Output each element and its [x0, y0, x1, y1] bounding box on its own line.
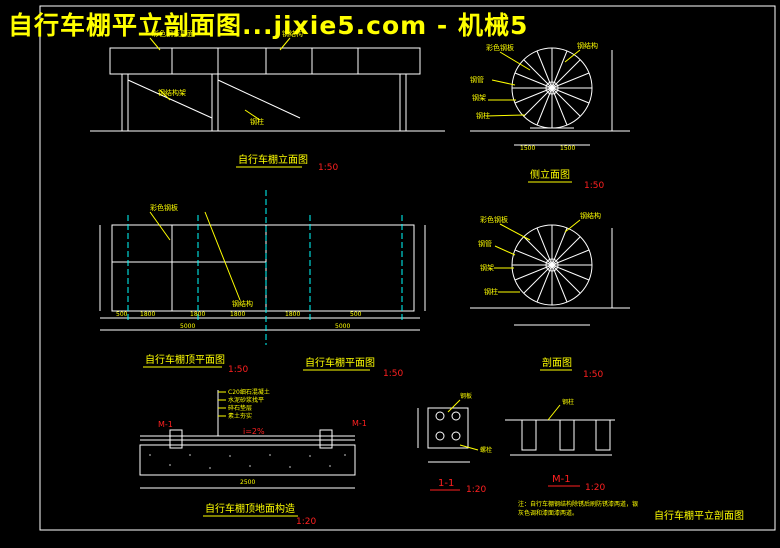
section-title-block: 剖面图 1:50: [540, 356, 603, 380]
svg-text:钢结构: 钢结构: [580, 211, 601, 220]
floor-plan-title: 自行车棚平面图: [305, 356, 375, 369]
notes-box: 注：自行车棚钢结构除锈后刷防锈漆两道，银灰色调和漆面漆两道。: [518, 501, 639, 517]
side-elevation-title: 侧立面图: [530, 168, 570, 181]
svg-text:500: 500: [350, 311, 362, 318]
side-elevation-view: [470, 47, 630, 132]
svg-text:1800: 1800: [140, 311, 155, 318]
roof-plan-dims: 500 1800 1800 1800 1800 500 5000 5000: [116, 311, 362, 330]
svg-text:1800: 1800: [190, 311, 205, 318]
svg-text:钢板: 钢板: [460, 392, 472, 400]
ground-marks: M-1 M-1 i=2% 2500: [158, 419, 367, 486]
elevation-leaders: [149, 37, 291, 121]
section-labels: 彩色钢板 钢管 钢架 钢柱 钢结构: [478, 211, 601, 296]
side-elevation-dims: 1500 1500: [520, 145, 575, 152]
roof-plan-title-block: 自行车棚顶平面图 1:50: [143, 353, 248, 375]
section-m-1-labels: 钢柱: [562, 398, 574, 406]
svg-text:水泥砂浆找平: 水泥砂浆找平: [228, 396, 264, 404]
elevation-view: [90, 47, 445, 132]
elevation-labels: 彩色钢板屋面 钢结构 钢结构架 钢柱: [152, 29, 303, 126]
svg-text:钢柱: 钢柱: [250, 117, 264, 126]
side-elevation-title-block: 侧立面图 1:50: [528, 168, 604, 191]
section-title: 剖面图: [542, 356, 572, 369]
svg-text:C20细石混凝土: C20细石混凝土: [228, 388, 270, 396]
section-m-1-scale: 1:20: [585, 483, 605, 493]
side-elevation-labels: 彩色钢板 钢管 钢架 钢柱 钢结构: [470, 41, 598, 120]
ground-layer-labels: C20细石混凝土 水泥砂浆找平 碎石垫层 素土夯实: [228, 388, 270, 420]
svg-text:2500: 2500: [240, 479, 255, 486]
svg-text:钢结构: 钢结构: [282, 29, 303, 38]
side-elevation-leaders: [485, 49, 581, 117]
roof-plan-scale: 1:50: [228, 365, 248, 375]
svg-text:1500: 1500: [560, 145, 575, 152]
svg-text:钢管: 钢管: [478, 239, 492, 248]
ground-leaders: [218, 391, 226, 417]
m1-right-mark: M-1: [352, 419, 367, 428]
ground-detail-view: [139, 390, 356, 489]
section-m-1-leaders: [547, 404, 561, 421]
m1-left-mark: M-1: [158, 420, 173, 429]
svg-text:钢结构: 钢结构: [577, 41, 598, 50]
section-m-1-title: M-1: [552, 474, 571, 485]
roof-plan-axes: [127, 190, 403, 345]
svg-text:钢结构: 钢结构: [232, 299, 253, 308]
ground-hatch: [149, 454, 346, 469]
svg-text:1500: 1500: [520, 145, 535, 152]
svg-text:钢柱: 钢柱: [562, 398, 574, 406]
ground-detail-scale: 1:20: [296, 517, 316, 527]
elevation-scale: 1:50: [318, 163, 338, 173]
svg-text:钢架: 钢架: [472, 93, 486, 102]
floor-plan-title-block: 自行车棚平面图 1:50: [303, 356, 403, 379]
svg-text:5000: 5000: [180, 323, 195, 330]
svg-text:素土夯实: 素土夯实: [228, 412, 252, 420]
slope-mark: i=2%: [243, 427, 265, 436]
svg-text:彩色钢板屋面: 彩色钢板屋面: [152, 29, 194, 38]
section-1-1-view: [417, 407, 470, 463]
svg-text:彩色钢板: 彩色钢板: [486, 43, 514, 52]
svg-text:1800: 1800: [230, 311, 245, 318]
notes-text: 注：自行车棚钢结构除锈后刷防锈漆两道，银灰色调和漆面漆两道。: [518, 501, 639, 517]
section-1-1-leaders: [447, 399, 479, 451]
roof-plan-leaders: [149, 211, 241, 301]
section-1-1-title: 1-1: [438, 478, 454, 489]
roof-plan-title: 自行车棚顶平面图: [145, 353, 225, 366]
elevation-title: 自行车棚立面图: [238, 153, 308, 166]
svg-text:1800: 1800: [285, 311, 300, 318]
header-title: 自行车棚平立剖面图...jixie5.com - 机械5: [8, 11, 529, 40]
section-m-1-title-block: M-1 1:20: [548, 474, 605, 493]
section-view: [470, 224, 630, 309]
section-scale: 1:50: [583, 370, 603, 380]
svg-text:螺栓: 螺栓: [480, 446, 492, 454]
roof-plan-labels: 彩色钢板 钢结构: [150, 203, 253, 308]
svg-text:钢管: 钢管: [470, 75, 484, 84]
svg-text:500: 500: [116, 311, 128, 318]
section-1-1-scale: 1:20: [466, 485, 486, 495]
svg-text:彩色钢板: 彩色钢板: [150, 203, 178, 212]
section-1-1-title-block: 1-1 1:20: [430, 478, 486, 495]
section-leaders: [494, 219, 581, 293]
drawing-frame: [39, 5, 776, 531]
svg-text:钢柱: 钢柱: [476, 111, 490, 120]
svg-text:彩色钢板: 彩色钢板: [480, 215, 508, 224]
svg-text:钢柱: 钢柱: [484, 287, 498, 296]
drawing-name: 自行车棚平立剖面图: [654, 509, 744, 522]
elevation-title-block: 自行车棚立面图 1:50: [236, 153, 338, 173]
ground-detail-title-block: 自行车棚顶地面构造 1:20: [203, 502, 316, 527]
section-m-1-view: [505, 419, 615, 456]
svg-text:钢结构架: 钢结构架: [158, 88, 186, 97]
section-1-1-labels: 钢板 螺栓: [460, 392, 492, 454]
roof-plan-view: [99, 224, 426, 331]
floor-plan-scale: 1:50: [383, 369, 403, 379]
svg-text:碎石垫层: 碎石垫层: [228, 404, 252, 412]
side-elevation-scale: 1:50: [584, 181, 604, 191]
ground-detail-title: 自行车棚顶地面构造: [205, 502, 295, 515]
svg-text:5000: 5000: [335, 323, 350, 330]
svg-text:钢架: 钢架: [480, 263, 494, 272]
